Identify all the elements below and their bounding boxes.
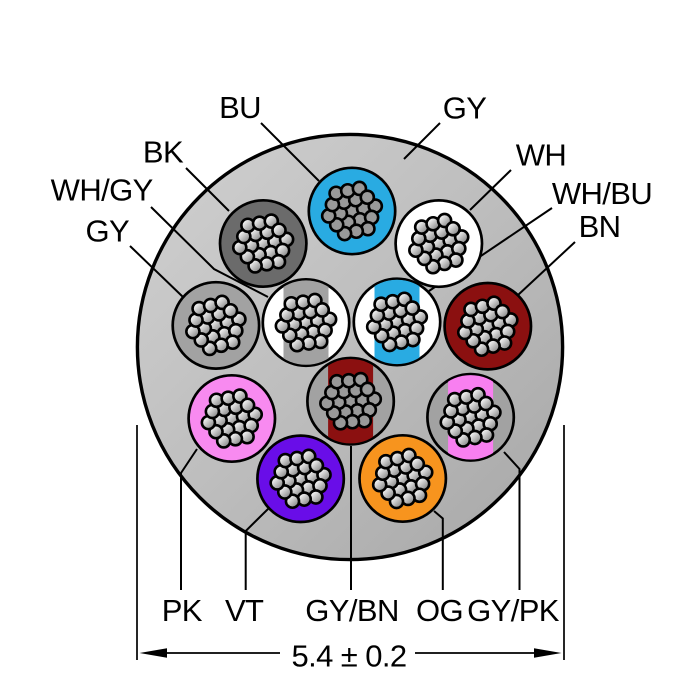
svg-text:BU: BU <box>219 90 261 125</box>
svg-text:BN: BN <box>579 209 621 244</box>
svg-text:PK: PK <box>162 593 203 628</box>
svg-text:WH/GY: WH/GY <box>51 173 153 208</box>
svg-text:OG: OG <box>416 593 463 628</box>
svg-text:WH/BU: WH/BU <box>552 176 652 211</box>
svg-text:GY: GY <box>443 91 487 126</box>
svg-text:BK: BK <box>143 135 184 170</box>
svg-text:GY: GY <box>86 214 130 249</box>
svg-text:5.4 ± 0.2: 5.4 ± 0.2 <box>291 639 406 674</box>
svg-text:WH: WH <box>516 138 566 173</box>
svg-text:GY/BN: GY/BN <box>305 593 398 628</box>
svg-text:GY/PK: GY/PK <box>467 593 560 628</box>
svg-text:VT: VT <box>225 593 264 628</box>
